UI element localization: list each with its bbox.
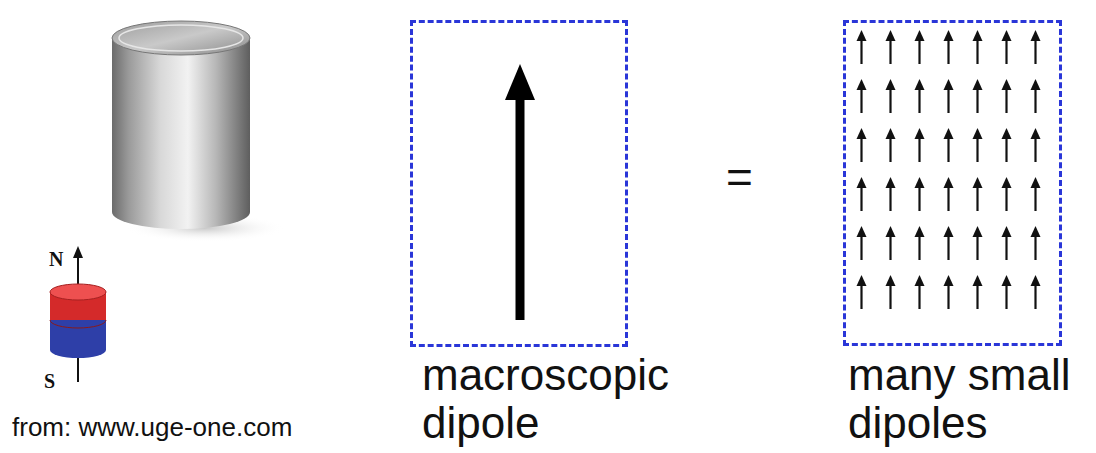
small-dipole-array — [847, 28, 1050, 322]
magnet-photo — [112, 21, 285, 242]
pole-label: S — [44, 370, 55, 393]
dipole-box: many small dipoles — [843, 20, 1062, 448]
source-caption: from: www.uge-one.com — [12, 412, 292, 443]
dashed-frame — [410, 20, 628, 347]
dashed-frame — [843, 20, 1062, 346]
equals-sign: = — [726, 150, 753, 204]
box-heading: macroscopic dipole — [422, 351, 722, 448]
box-heading: many small dipoles — [848, 351, 1093, 448]
big-dipole-arrow — [505, 64, 535, 320]
magnet-icon — [50, 246, 106, 382]
dipole-box: macroscopic dipole — [410, 20, 628, 448]
pole-label: N — [49, 248, 63, 271]
